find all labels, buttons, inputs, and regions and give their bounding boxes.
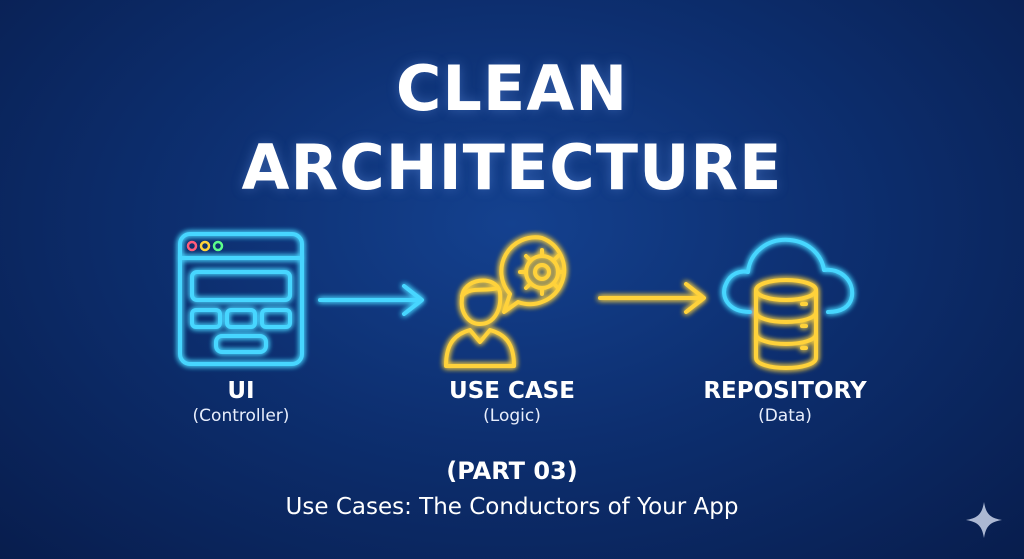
arrow-right-icon: [318, 284, 424, 316]
subtitle: Use Cases: The Conductors of Your App: [285, 494, 739, 520]
title-line-2: ARCHITECTURE: [241, 131, 783, 204]
title-line-1: CLEAN: [395, 52, 629, 125]
browser-window-icon: [178, 232, 304, 366]
node-subtitle-repository: (Data): [758, 406, 812, 426]
person-gear-icon: [444, 235, 567, 368]
node-subtitle-use-case: (Logic): [483, 406, 541, 426]
node-subtitle-ui: (Controller): [192, 406, 290, 426]
node-title-repository: REPOSITORY: [703, 378, 867, 404]
node-title-ui: UI: [227, 378, 255, 404]
arrow-right-icon: [598, 282, 706, 314]
cloud-database-icon: [722, 237, 855, 370]
sparkle-icon: [966, 502, 1002, 538]
node-title-use-case: USE CASE: [449, 378, 575, 404]
part-label: (PART 03): [446, 457, 578, 485]
